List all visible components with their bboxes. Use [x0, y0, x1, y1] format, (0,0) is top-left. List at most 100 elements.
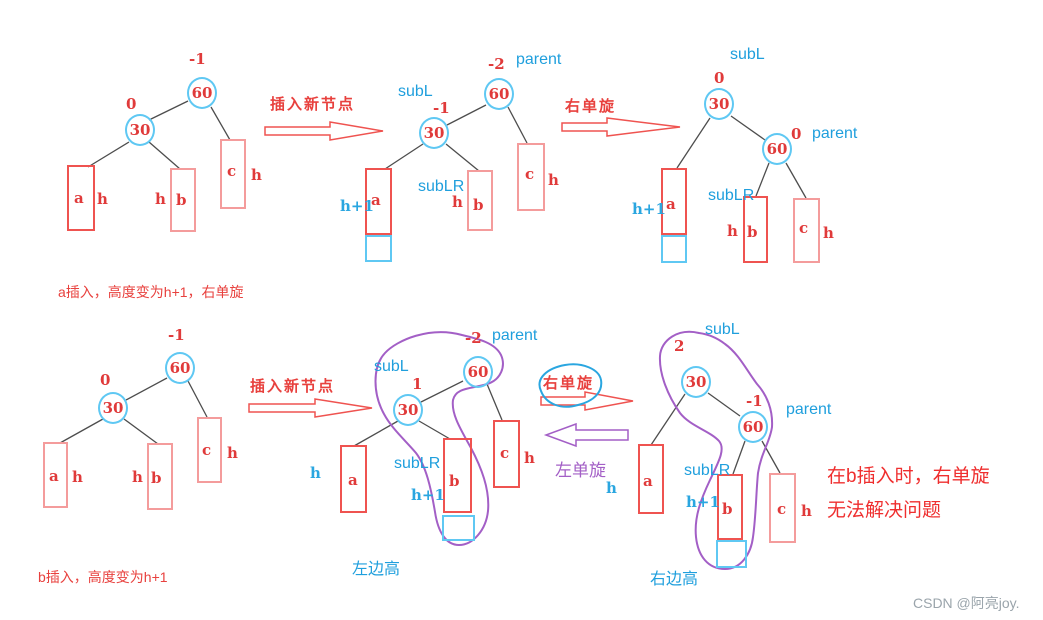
insert-arrow-label-top: 插入新节点	[270, 96, 356, 113]
t2-subLR-label: subLR	[418, 178, 465, 195]
right-rotate-label-bottom: 右单旋	[543, 375, 595, 392]
t6-height-c: h	[801, 502, 812, 520]
t5-height-c: h	[524, 449, 535, 467]
t1-subtree-b-rect	[170, 168, 196, 232]
t2-parent-label: parent	[516, 51, 562, 68]
t5-balance-60: -2	[465, 329, 482, 347]
tree-edges	[59, 100, 807, 475]
right-rotate-arrow-top	[561, 117, 681, 137]
t1-balance-30: 0	[126, 95, 137, 113]
t2-new-node-box	[365, 235, 392, 262]
t1-subtree-a-rect	[67, 165, 95, 231]
insert-arrow-top	[264, 121, 384, 141]
t5-subtree-c-label: c	[500, 444, 510, 462]
t5-subtree-b-rect	[443, 438, 472, 513]
t4-subtree-c-rect	[197, 417, 222, 483]
t5-subtree-a-rect	[340, 445, 367, 513]
t1-node-60: 60	[187, 77, 217, 109]
left-rotate-arrow	[543, 422, 629, 448]
t3-balance-30: 0	[714, 69, 725, 87]
t1-subtree-c-rect	[220, 139, 246, 209]
t2-node-60-value: 60	[488, 85, 510, 103]
t5-new-node-box	[442, 515, 475, 541]
t6-subtree-b-rect	[717, 474, 743, 540]
t2-subtree-c-rect	[517, 143, 545, 211]
purple-lasso-bottom-right	[658, 330, 774, 571]
highlight-scribble-circle	[538, 363, 603, 408]
t3-balance-60: 0	[791, 125, 802, 143]
t5-node-60: 60	[463, 356, 493, 388]
t2-height-a: h+1	[340, 197, 374, 215]
t4-subtree-c-label: c	[202, 441, 212, 459]
note-line-2: 无法解决问题	[827, 500, 942, 521]
t6-parent-label: parent	[786, 401, 832, 418]
t5-subLR-label: subLR	[394, 455, 441, 472]
t1-height-b: h	[155, 190, 166, 208]
t3-subtree-b-label: b	[747, 223, 758, 241]
t3-height-a: h+1	[632, 200, 666, 218]
t6-node-30: 30	[681, 366, 711, 398]
t4-node-30: 30	[98, 392, 128, 424]
t3-subtree-b-rect	[743, 196, 768, 263]
t2-node-30: 30	[419, 117, 449, 149]
caption-right-high: 右边高	[650, 571, 699, 588]
watermark: CSDN @阿亮joy.	[913, 595, 1020, 611]
t4-height-a: h	[72, 468, 83, 486]
t2-subtree-b-rect	[467, 170, 493, 231]
t2-node-60: 60	[484, 78, 514, 110]
t5-height-b: h+1	[411, 486, 445, 504]
t1-balance-60: -1	[189, 50, 206, 68]
t5-node-30-value: 30	[397, 401, 419, 419]
t3-subtree-c-label: c	[799, 219, 809, 237]
t4-height-b: h	[132, 468, 143, 486]
t6-height-a: h	[606, 479, 617, 497]
t2-height-c: h	[548, 171, 559, 189]
t3-subtree-a-rect	[661, 168, 687, 235]
t1-subtree-b-label: b	[176, 191, 187, 209]
caption-left-high: 左边高	[352, 561, 401, 578]
t2-subtree-c-label: c	[525, 165, 535, 183]
note-line-1: 在b插入时，右单旋	[827, 466, 990, 487]
t6-subL-label: subL	[705, 321, 740, 338]
t6-subtree-b-label: b	[722, 500, 733, 518]
t6-balance-60: -1	[746, 392, 763, 410]
t1-node-30: 30	[125, 114, 155, 146]
t1-node-60-value: 60	[191, 84, 213, 102]
t6-node-60-value: 60	[742, 418, 764, 436]
right-rotate-label-top: 右单旋	[565, 98, 617, 115]
t3-new-node-box	[661, 235, 687, 263]
t1-subtree-c-label: c	[227, 162, 237, 180]
t3-subtree-c-rect	[793, 198, 820, 263]
t1-height-c: h	[251, 166, 262, 184]
right-rotate-arrow-bottom	[540, 391, 634, 411]
t6-subtree-c-label: c	[777, 500, 787, 518]
t6-subLR-label: subLR	[684, 462, 731, 479]
t5-node-60-value: 60	[467, 363, 489, 381]
t3-height-b: h	[727, 222, 738, 240]
caption-top: a插入，高度变为h+1，右单旋	[58, 284, 244, 300]
t2-subtree-a-label: a	[371, 191, 381, 209]
t3-parent-label: parent	[812, 125, 858, 142]
t4-node-60-value: 60	[169, 359, 191, 377]
t1-subtree-a-label: a	[74, 189, 84, 207]
t2-balance-60: -2	[488, 55, 505, 73]
t4-balance-60: -1	[168, 326, 185, 344]
t2-subL-label: subL	[398, 83, 433, 100]
left-rotate-label: 左单旋	[555, 461, 606, 480]
insert-arrow-label-bottom: 插入新节点	[250, 378, 336, 395]
caption-bottom: b插入，高度变为h+1	[38, 569, 168, 585]
t3-subtree-a-label: a	[666, 195, 676, 213]
t6-balance-30: 2	[674, 337, 685, 355]
t4-subtree-b-label: b	[151, 469, 162, 487]
t6-node-30-value: 30	[685, 373, 707, 391]
t3-height-c: h	[823, 224, 834, 242]
t5-subtree-a-label: a	[348, 471, 358, 489]
t1-node-30-value: 30	[129, 121, 151, 139]
t4-node-60: 60	[165, 352, 195, 384]
t6-subtree-a-label: a	[643, 472, 653, 490]
t4-subtree-a-rect	[43, 442, 68, 508]
t5-parent-label: parent	[492, 327, 538, 344]
t3-node-30: 30	[704, 88, 734, 120]
